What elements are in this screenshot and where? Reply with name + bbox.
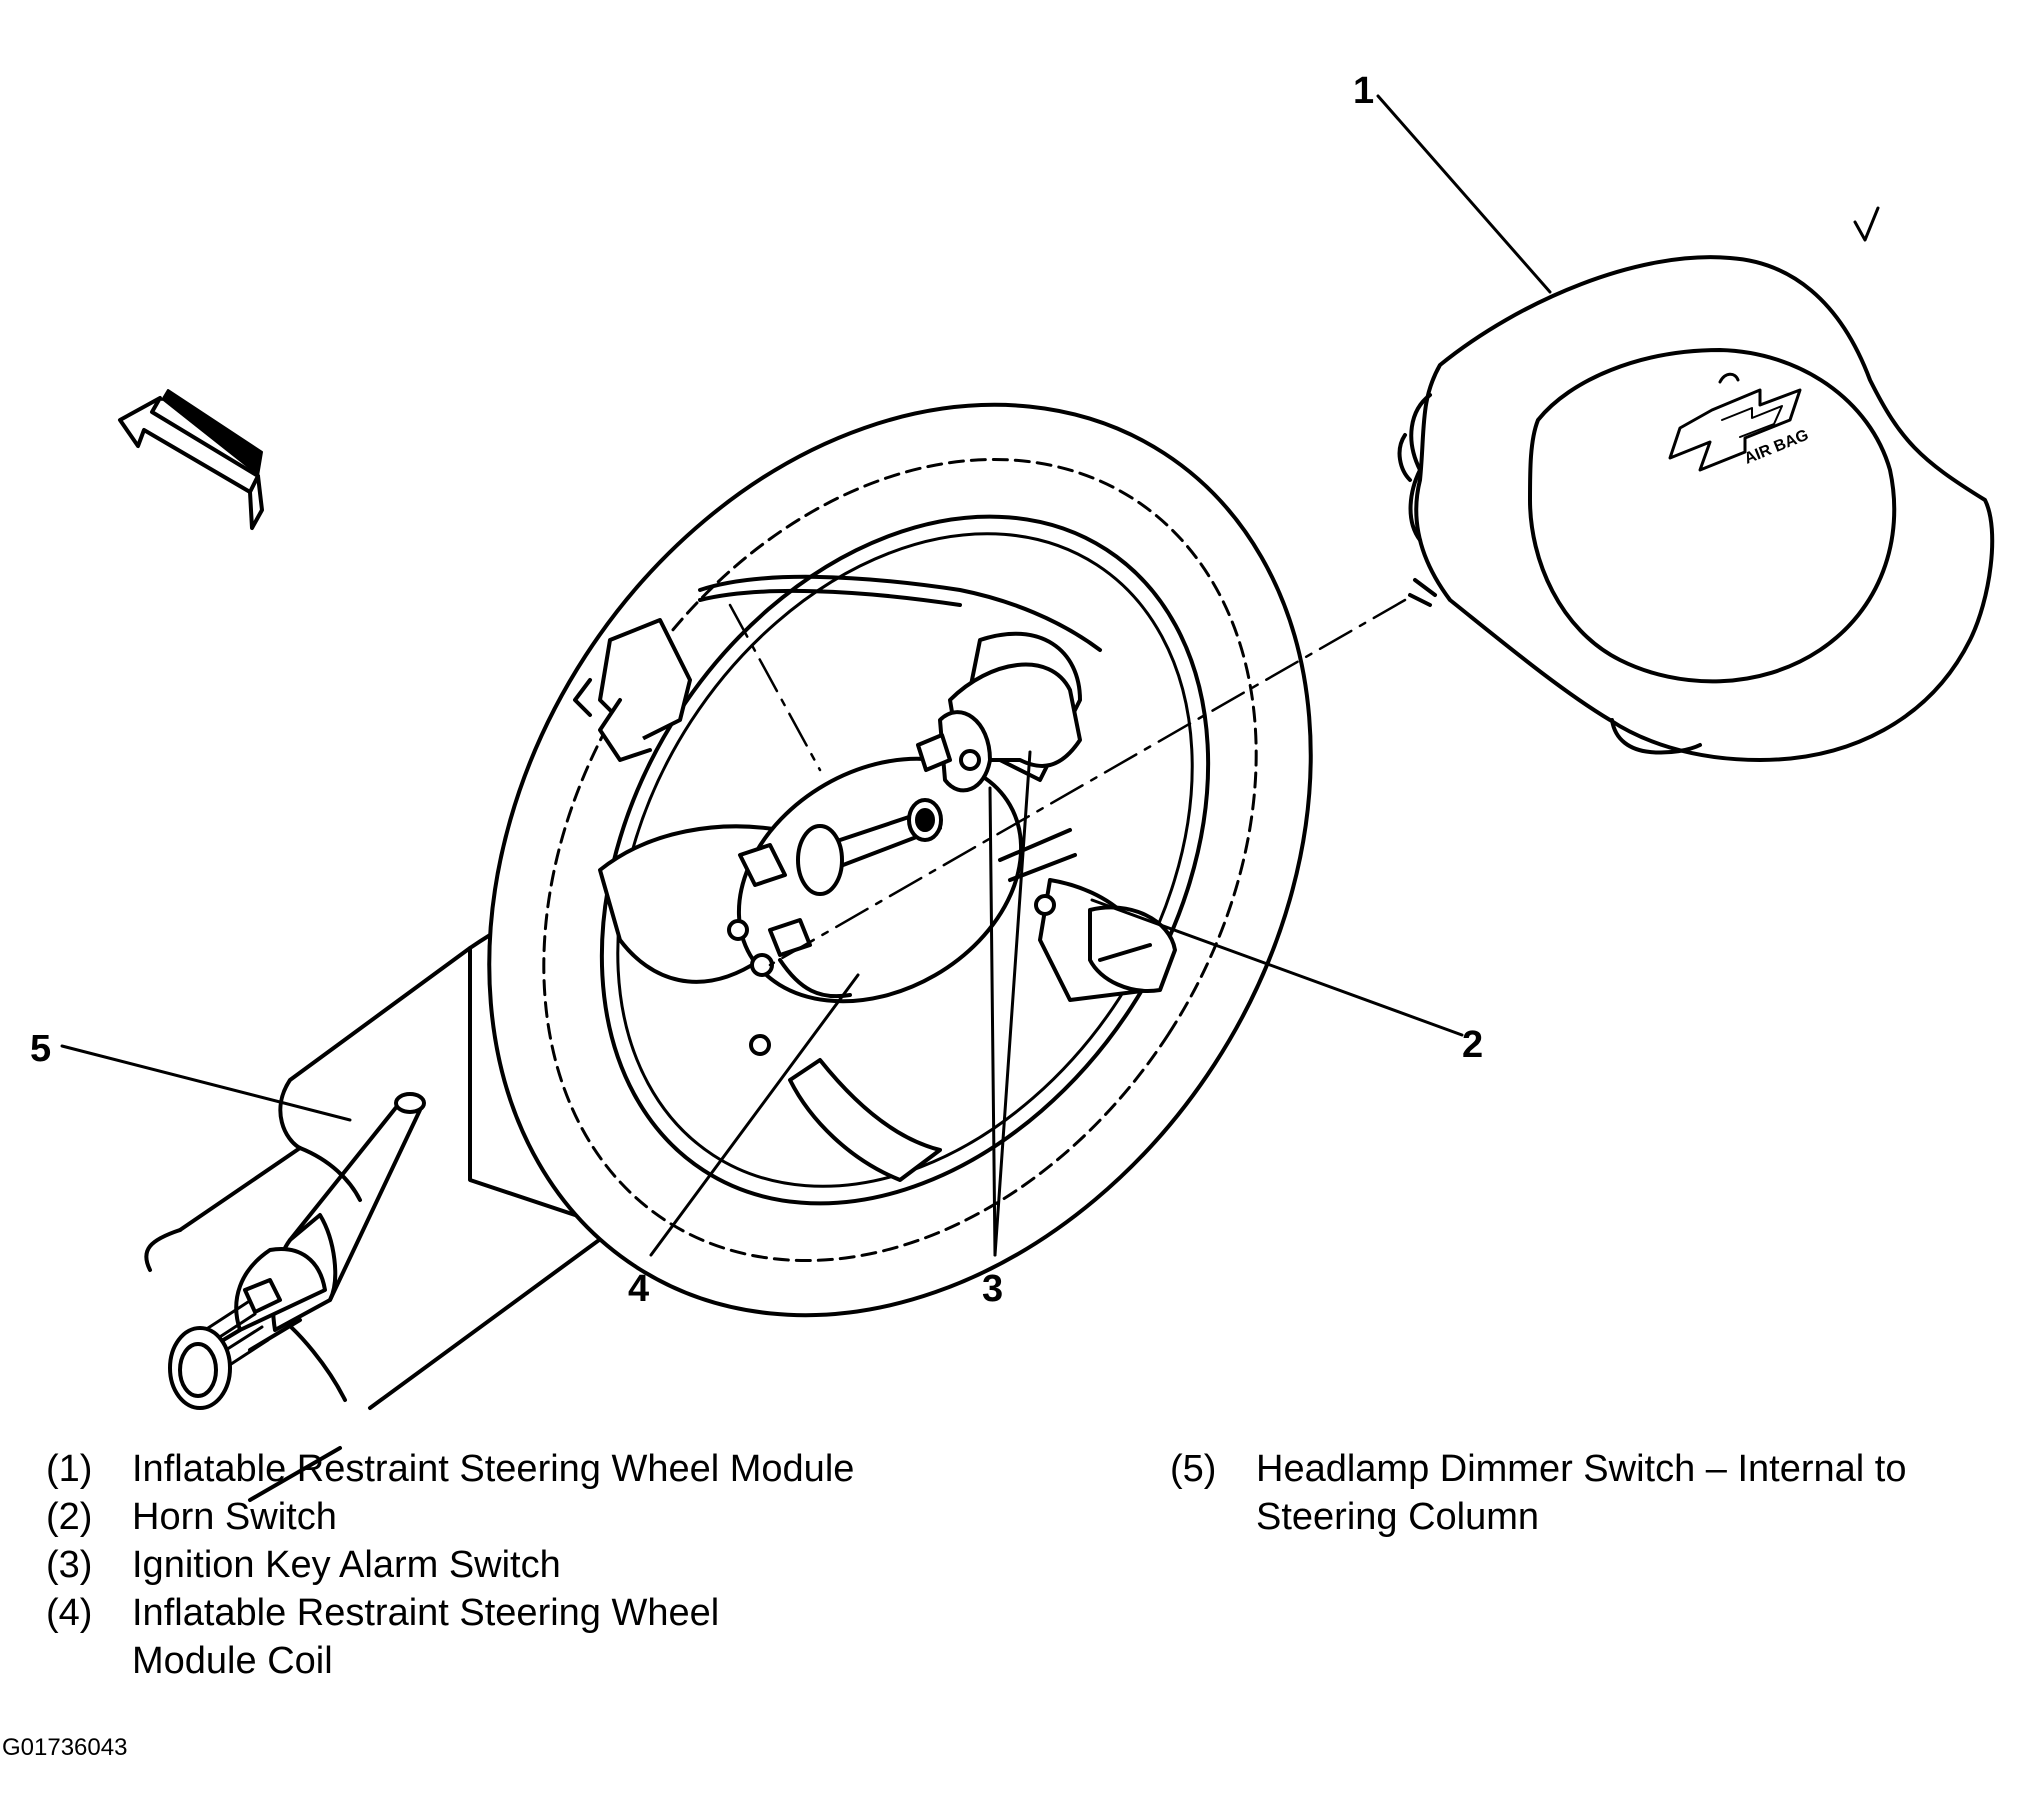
legend-text: Inflatable Restraint Steering Wheel Modu… xyxy=(132,1592,720,1682)
headlamp-dimmer-switch-stalk xyxy=(168,1092,426,1410)
figure-id: G01736043 xyxy=(2,1734,128,1761)
callout-1: 1 xyxy=(1353,70,1375,112)
legend-item-5: (5) Headlamp Dimmer Switch – Internal to … xyxy=(1170,1445,1990,1541)
legend-number: (3) xyxy=(46,1544,93,1586)
module-coil-connector xyxy=(573,574,1102,762)
legend-item-4: (4) Inflatable Restraint Steering Wheel M… xyxy=(46,1589,806,1685)
legend-text: Headlamp Dimmer Switch – Internal to Ste… xyxy=(1256,1448,1907,1538)
leader-line-3b xyxy=(988,786,997,1257)
legend-number: (1) xyxy=(46,1448,93,1490)
legend-right: (5) Headlamp Dimmer Switch – Internal to … xyxy=(1170,1445,1990,1541)
callout-2: 2 xyxy=(1462,1024,1484,1066)
callout-4: 4 xyxy=(628,1268,650,1310)
legend-item-2: (2) Horn Switch xyxy=(46,1493,946,1541)
direction-arrow-icon xyxy=(118,389,264,530)
leader-line-5 xyxy=(60,1044,352,1122)
airbag-module xyxy=(1397,206,1995,762)
legend-number: (2) xyxy=(46,1496,93,1538)
ignition-key-alarm-switch xyxy=(916,662,1082,916)
legend-number: (4) xyxy=(46,1592,93,1634)
assembly-centerlines xyxy=(728,598,1407,967)
legend-item-1: (1) Inflatable Restraint Steering Wheel M… xyxy=(46,1445,946,1493)
leader-line-3a xyxy=(993,750,1032,1257)
leader-lines xyxy=(60,94,1552,1257)
callout-5: 5 xyxy=(30,1028,52,1070)
legend-text: Ignition Key Alarm Switch xyxy=(132,1544,561,1586)
leader-line-1 xyxy=(1376,94,1552,294)
legend-text: Inflatable Restraint Steering Wheel Modu… xyxy=(132,1448,855,1490)
callout-3: 3 xyxy=(982,1268,1004,1310)
legend-number: (5) xyxy=(1170,1448,1217,1490)
legend-text: Horn Switch xyxy=(132,1496,337,1538)
horn-switch xyxy=(727,843,1177,993)
leader-line-2 xyxy=(1090,898,1464,1037)
leader-line-4 xyxy=(649,973,860,1257)
bowtie-logo-icon xyxy=(1668,388,1802,472)
legend-left: (1) Inflatable Restraint Steering Wheel M… xyxy=(46,1445,946,1685)
legend-item-3: (3) Ignition Key Alarm Switch xyxy=(46,1541,946,1589)
